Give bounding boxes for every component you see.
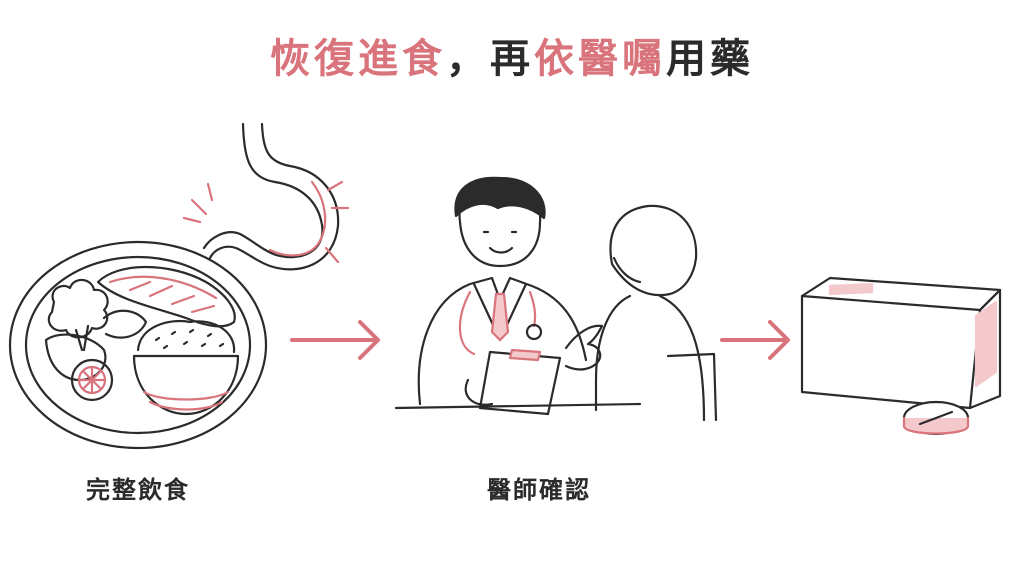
title-part-2: ，再 bbox=[446, 36, 534, 82]
stomach-icon bbox=[182, 122, 350, 271]
step-label-doctor: 醫師確認 bbox=[487, 476, 591, 504]
doctor-consultation-icon bbox=[394, 176, 718, 422]
meal-plate-icon bbox=[8, 122, 350, 450]
step-label-meal: 完整飲食 bbox=[86, 476, 190, 504]
title-part-4: 用藥 bbox=[666, 36, 754, 82]
title-part-1: 恢復進食 bbox=[270, 36, 446, 82]
medicine-box-icon bbox=[800, 276, 1002, 436]
pill-icon bbox=[902, 400, 970, 436]
title-part-3: 依醫囑 bbox=[534, 36, 666, 82]
arrow-right-icon bbox=[290, 320, 380, 360]
arrow-right-icon bbox=[720, 320, 790, 360]
page-title: 恢復進食，再依醫囑用藥 bbox=[0, 26, 1024, 84]
